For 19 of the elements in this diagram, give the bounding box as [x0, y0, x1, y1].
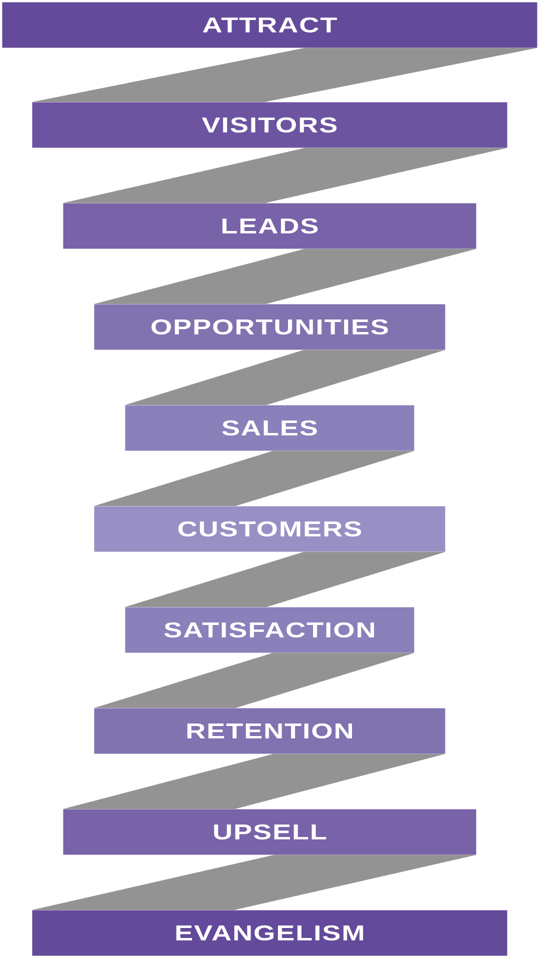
- banner: CUSTOMERS: [94, 506, 446, 552]
- ribbon-fold: [125, 552, 446, 607]
- ribbon-fold: [63, 754, 446, 809]
- banner: OPPORTUNITIES: [94, 304, 446, 350]
- ribbon-fold: [32, 48, 538, 102]
- ribbon-fold: [94, 652, 414, 708]
- ribbon-fold: [32, 854, 476, 910]
- banner: SATISFACTION: [125, 607, 414, 653]
- ribbon-fold: [125, 350, 446, 405]
- banner: RETENTION: [94, 708, 446, 754]
- ribbon-fold: [94, 450, 414, 506]
- banner: ATTRACT: [2, 2, 538, 48]
- banner: SALES: [125, 405, 414, 451]
- banner: UPSELL: [63, 809, 476, 855]
- ribbon-fold: [63, 148, 508, 203]
- banner: LEADS: [63, 203, 476, 249]
- ribbon-fold: [94, 248, 476, 304]
- banner: VISITORS: [32, 102, 508, 148]
- banner: EVANGELISM: [32, 910, 508, 956]
